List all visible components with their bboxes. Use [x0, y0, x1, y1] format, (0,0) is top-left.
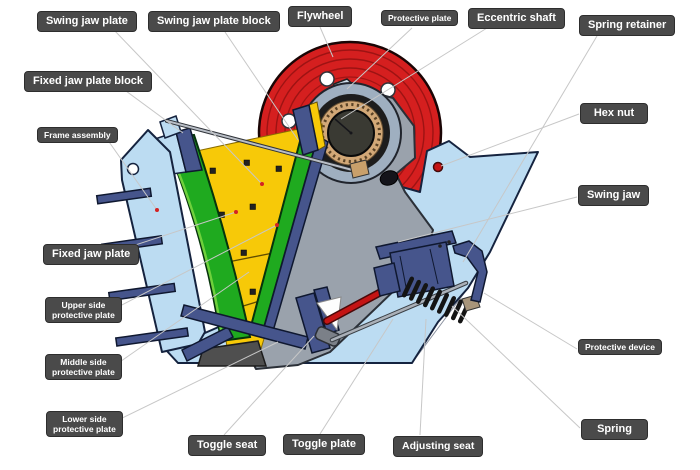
label-toggle-seat: Toggle seat [188, 435, 267, 457]
chamber-drawing [151, 101, 329, 353]
label-spring: Spring [581, 419, 648, 441]
hex-nut-bolt [432, 161, 444, 173]
label-hex-nut: Hex nut [580, 103, 648, 125]
label-fixed-jaw-plate-block: Fixed jaw plate block [24, 71, 153, 93]
label-swing-jaw: Swing jaw [578, 185, 650, 207]
discharge-base [196, 340, 268, 367]
label-upper-side-protective-plate: Upper side protective plate [45, 297, 122, 324]
protective-device-hook [452, 240, 488, 303]
swing-jaw-plate-block-drawing [292, 101, 326, 156]
label-middle-side-protective-plate: Middle side protective plate [45, 354, 122, 381]
label-fixed-jaw-plate: Fixed jaw plate [43, 244, 140, 266]
label-adjusting-seat: Adjusting seat [393, 436, 484, 457]
label-eccentric-shaft: Eccentric shaft [468, 8, 565, 30]
toggle-plate-drawing [180, 304, 309, 350]
label-frame-assembly: Frame assembly [37, 127, 118, 144]
fixed-jaw-plate-drawing [162, 133, 252, 343]
brace-rod-drawing [165, 119, 370, 179]
toggle-mechanism-drawing [180, 230, 488, 363]
label-lower-side-protective-plate: Lower side protective plate [46, 411, 123, 438]
eccentric-shaft-bearing [300, 82, 402, 184]
label-swing-jaw-plate-block: Swing jaw plate block [148, 11, 280, 33]
label-toggle-plate: Toggle plate [283, 434, 365, 456]
leader-dots [155, 182, 279, 227]
label-flywheel: Flywheel [288, 6, 353, 28]
label-spring-retainer: Spring retainer [579, 15, 676, 37]
label-swing-jaw-plate: Swing jaw plate [37, 11, 137, 33]
label-protective-plate: Protective plate [381, 10, 459, 27]
label-protective-device: Protective device [578, 339, 662, 356]
